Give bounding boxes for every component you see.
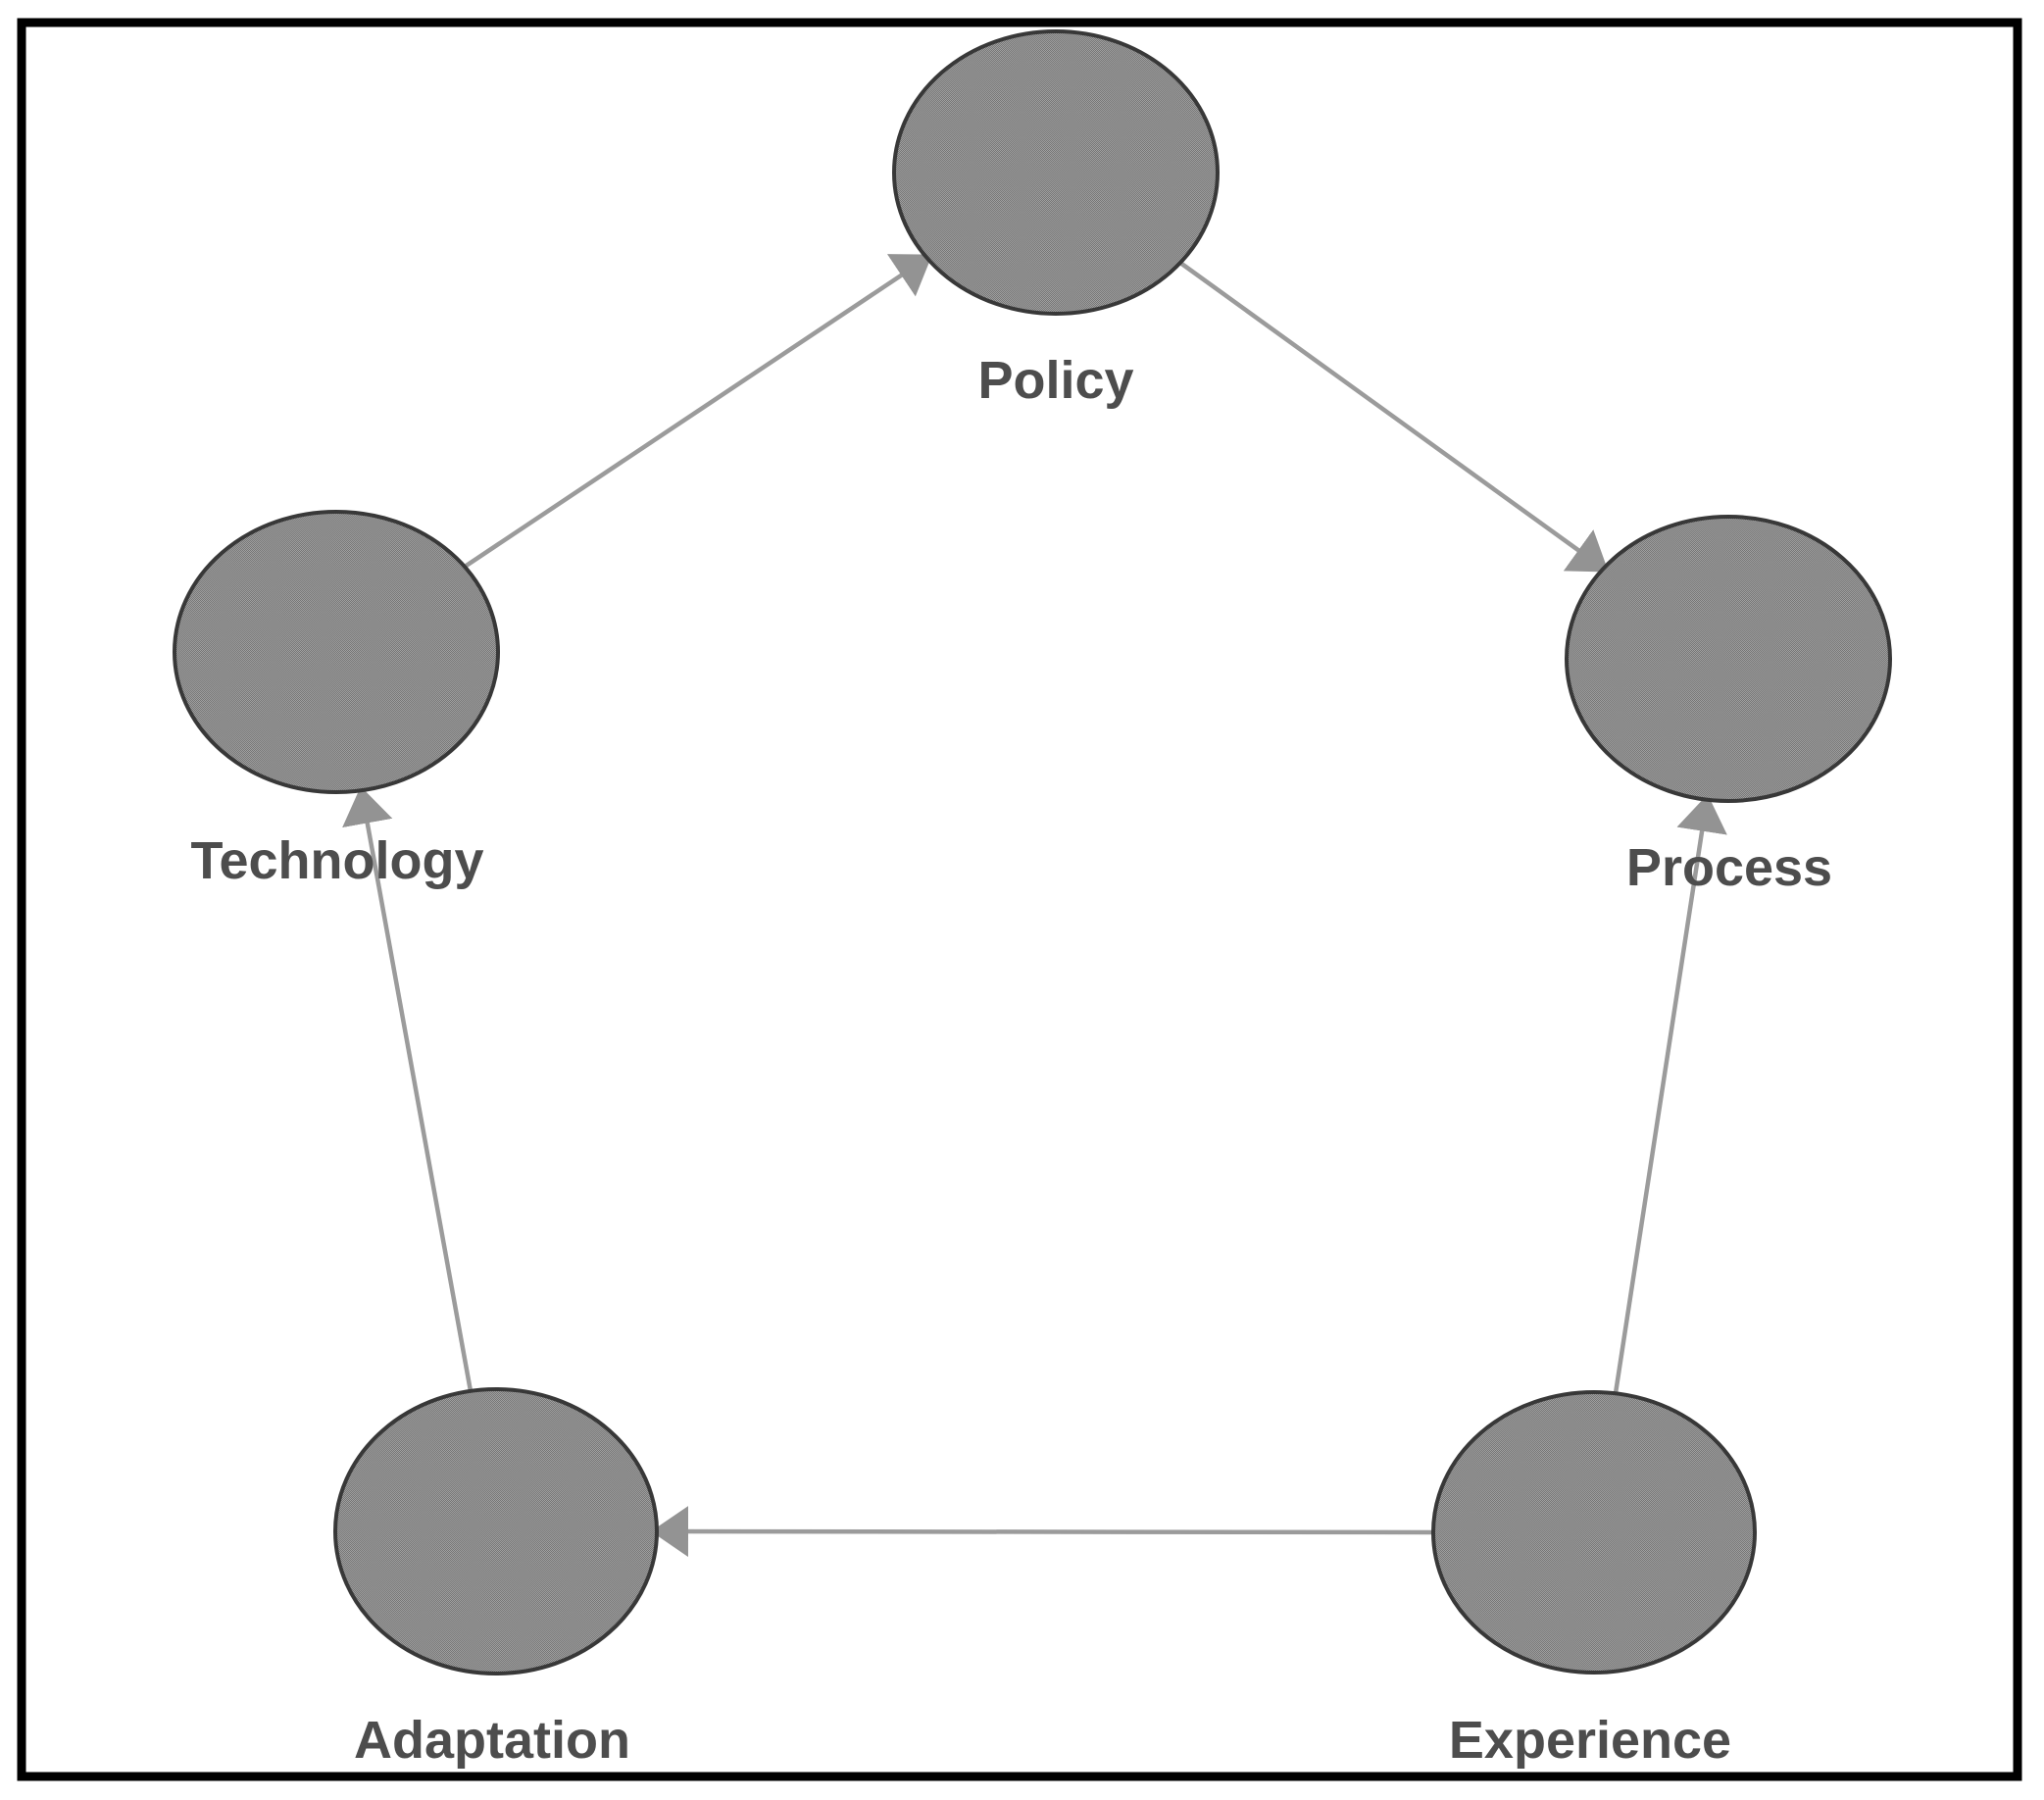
node-technology-label: Technology <box>190 831 483 890</box>
node-technology-circle <box>173 510 500 794</box>
edge-group <box>342 254 1727 1558</box>
node-experience-label: Experience <box>1449 1711 1731 1770</box>
label-group: Policy Technology Process Adaptation Exp… <box>190 351 1832 1770</box>
node-process-circle <box>1565 515 1892 803</box>
edge-experience-to-adaptation-arrow <box>651 1506 1434 1558</box>
diagram-frame-border <box>17 18 2022 1781</box>
node-policy-label: Policy <box>977 351 1133 410</box>
edge-experience-to-process-arrow <box>1613 794 1727 1394</box>
edge-policy-to-process-arrow <box>1178 261 1609 573</box>
edge-technology-to-policy-arrow <box>463 254 932 569</box>
node-group <box>173 29 1892 1675</box>
edge-adaptation-to-technology-arrow <box>342 786 474 1392</box>
node-policy-circle <box>892 29 1220 316</box>
node-experience-circle <box>1431 1390 1757 1675</box>
node-process-label: Process <box>1626 838 1832 897</box>
node-adaptation-circle <box>333 1387 659 1675</box>
node-adaptation-label: Adaptation <box>354 1711 630 1770</box>
